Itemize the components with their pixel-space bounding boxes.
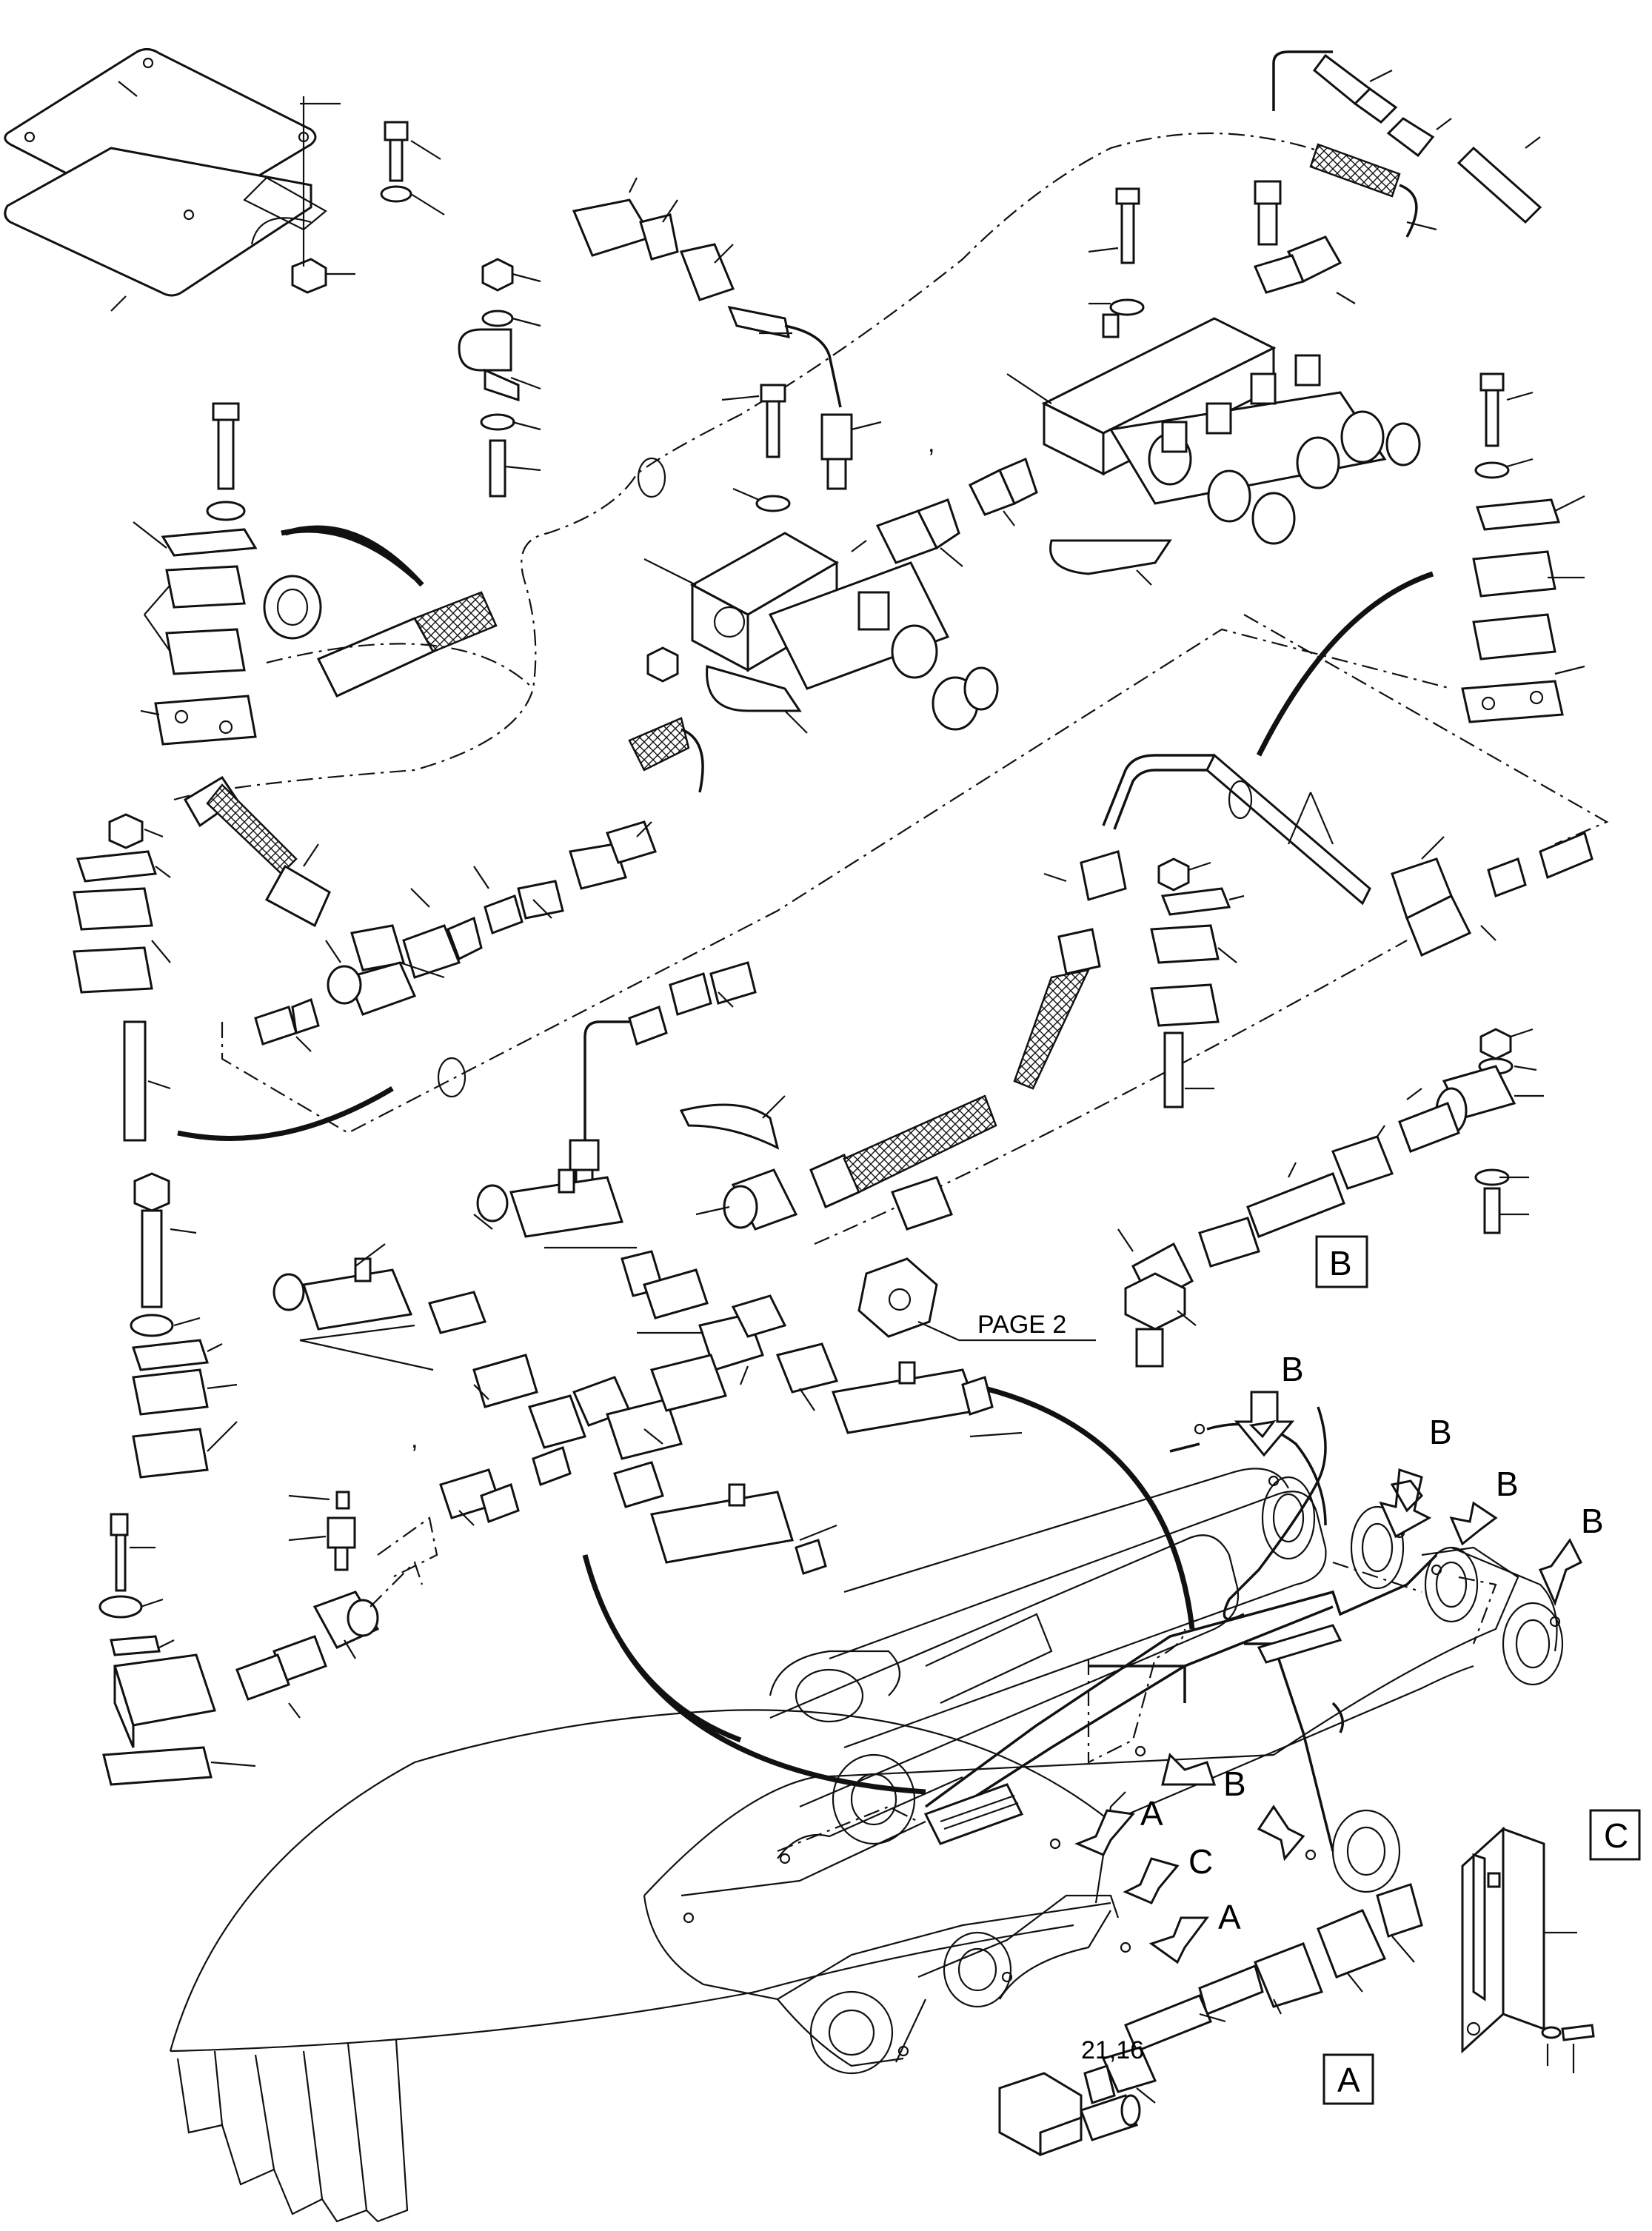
- clamp-stack-mid-right: [1150, 857, 1245, 1108]
- hose-assembly-top-center: [572, 177, 882, 490]
- valve-block-center: [643, 532, 999, 734]
- bolts-above-distributor: [1088, 180, 1282, 316]
- bracket-detail-c: [1461, 1826, 1595, 2073]
- clamp-stack-upper-right: [1461, 372, 1585, 723]
- bolt-clamp-lower-left: [130, 1172, 238, 1479]
- routing-line-mid: [221, 628, 1452, 1134]
- arrow-b-5: [1161, 1753, 1217, 1786]
- swoosh-arrow-bottom-center: [620, 1642, 926, 1795]
- mounting-plate-assembly: [4, 48, 355, 312]
- hose-tee-mid-left: [183, 643, 704, 1052]
- detail-b-box-label: B: [1329, 1244, 1352, 1282]
- callout-b-5: B: [1223, 1765, 1246, 1803]
- detail-a-box-label: A: [1337, 2061, 1360, 2099]
- arrow-b-top: [1234, 1391, 1295, 1457]
- grease-block-lower-left: [98, 1491, 424, 1786]
- bolt-washer-top-left: [380, 121, 445, 215]
- swoosh-arrow-upper-left: [284, 525, 424, 587]
- grease-nipple-detail-b: [1117, 1028, 1544, 1368]
- callout-a-2: A: [1218, 1898, 1241, 1936]
- detail-c-box: [1589, 1809, 1641, 1861]
- page-ref-label: PAGE 2: [977, 1311, 1066, 1339]
- routing-line-lower: [814, 940, 1408, 1245]
- swoosh-arrow-lower-left: [177, 1086, 394, 1141]
- arrow-a-2: [1148, 1916, 1209, 1964]
- arrow-b-4: [1538, 1538, 1583, 1607]
- callout-a-1: A: [1140, 1794, 1163, 1833]
- detail-a-box: [1322, 2053, 1374, 2105]
- main-distributor-valve-bank: [1006, 313, 1421, 586]
- callout-b-2: B: [1429, 1413, 1452, 1451]
- banjo-hose-center: PAGE 2: [569, 961, 1096, 1342]
- callout-c: C: [1188, 1842, 1213, 1881]
- swoosh-arrow-bottom-left: [582, 1554, 742, 1743]
- callout-b-3: B: [1496, 1465, 1519, 1503]
- hex-nut-page-ref: [857, 1257, 938, 1338]
- hose-fitting-upper-left: [263, 527, 498, 698]
- cross-fittings-lower-center: [272, 1168, 1023, 1578]
- arrow-b-2: [1379, 1468, 1432, 1539]
- detail-c-box-label: C: [1604, 1816, 1628, 1855]
- detail-b-box: [1315, 1235, 1368, 1288]
- clamp-stack-upper-left: [133, 402, 258, 746]
- arrow-a-1: [1074, 1809, 1135, 1856]
- clamp-stack-mid-left: [73, 813, 171, 1142]
- adapter-fittings-center: [875, 457, 1038, 567]
- swoosh-arrow-lower-center: [984, 1385, 1195, 1630]
- pipe-tee-mid-right: [1013, 753, 1594, 1090]
- stray-comma-2: ,: [411, 1425, 418, 1454]
- callout-b-1: B: [1281, 1350, 1304, 1388]
- quick-coupler-assembly: [169, 1391, 1583, 2223]
- grease-nipple-detail-a: [998, 1883, 1423, 2157]
- part-ref-label: 21,16: [1081, 2036, 1144, 2064]
- routing-line-mid-upper: [1243, 614, 1609, 846]
- oring-left: [437, 1057, 466, 1098]
- arrow-c: [1123, 1857, 1180, 1904]
- hose-elbow-top-right: [1253, 50, 1542, 304]
- stray-comma-1: ,: [928, 429, 934, 458]
- arrow-b-3: [1449, 1501, 1498, 1546]
- arrow-b-6: [1257, 1804, 1305, 1862]
- callout-b-4: B: [1581, 1502, 1604, 1540]
- oring-top: [637, 457, 666, 498]
- hose-routing-outline: [173, 132, 1371, 801]
- bolt-center-valve: [721, 384, 791, 512]
- nut-clamp-stack-top-center: [458, 258, 541, 498]
- swoosh-arrow-right: [1256, 571, 1434, 757]
